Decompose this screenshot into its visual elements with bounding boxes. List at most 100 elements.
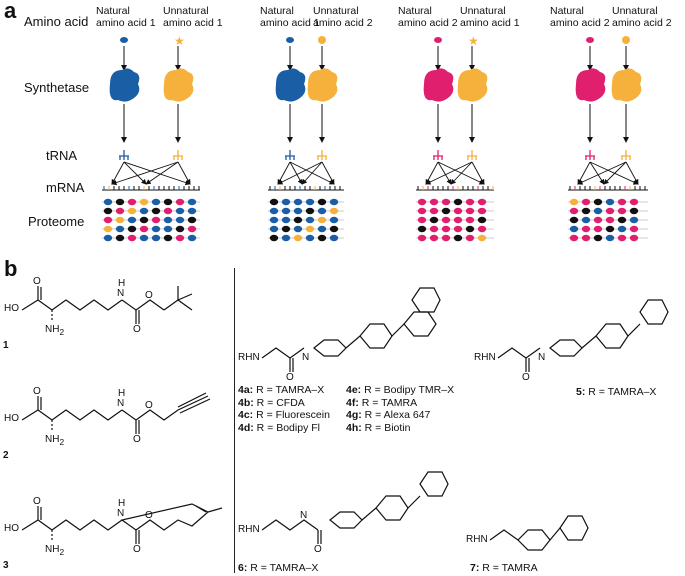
- c5-rhn: RHN: [474, 352, 496, 363]
- c1-backbone: [21, 299, 123, 311]
- c6-o: O: [314, 544, 322, 555]
- proteome-residue: [417, 207, 427, 215]
- proteome-residue: [465, 225, 475, 233]
- natural-trna: [285, 150, 295, 160]
- unnatural-trna: [467, 150, 477, 160]
- proteome-residue: [103, 198, 113, 206]
- c5-pyrimidine: [549, 339, 583, 357]
- proteome-residue: [569, 216, 579, 224]
- c4-linker: [261, 347, 305, 359]
- unnatural-trna: [317, 150, 327, 160]
- c1-ho: HO: [4, 303, 19, 314]
- proteome-residue: [103, 234, 113, 242]
- proteome-residue: [115, 225, 125, 233]
- unnatural-synthetase: [457, 68, 488, 102]
- c4b: 4b: R = CFDA: [238, 396, 305, 409]
- proteome-residue: [581, 234, 591, 242]
- c5-linker: [497, 347, 541, 359]
- proteome-residue: [605, 207, 615, 215]
- proteome-residue: [569, 207, 579, 215]
- col2-right-label: Unnatural amino acid 2: [313, 5, 373, 29]
- arrow: [425, 161, 473, 185]
- proteome-residue: [293, 198, 303, 206]
- proteome-residue: [441, 216, 451, 224]
- arrow: [277, 161, 323, 185]
- proteome-residue: [477, 198, 487, 206]
- col4-right-label: Unnatural amino acid 2: [612, 5, 672, 29]
- proteome-residue: [293, 207, 303, 215]
- c2-o3: O: [133, 434, 141, 445]
- c4-o: O: [286, 372, 294, 383]
- proteome-residue: [305, 234, 315, 242]
- arrow: [321, 161, 335, 185]
- proteome-residue: [127, 234, 137, 242]
- row-label-mrna: mRNA: [46, 180, 85, 195]
- proteome-residue: [269, 207, 279, 215]
- proteome-residue: [441, 234, 451, 242]
- proteome-residue: [593, 216, 603, 224]
- proteome-residue: [605, 225, 615, 233]
- c6-linker: [261, 519, 319, 531]
- unnatural-trna: [173, 150, 183, 160]
- proteome-residue: [605, 216, 615, 224]
- panel-b-letter: b: [4, 256, 18, 281]
- proteome-residue: [617, 225, 627, 233]
- arrow: [123, 161, 191, 186]
- c4d: 4d: R = Bodipy Fl: [238, 421, 320, 434]
- c2-h: H: [118, 388, 126, 399]
- proteome-residue: [115, 234, 125, 242]
- c2-n: N: [117, 398, 125, 409]
- proteome-residue: [429, 207, 439, 215]
- proteome-residue: [175, 198, 185, 206]
- c3-o3: O: [133, 544, 141, 555]
- compound-2-label: 2: [3, 450, 9, 461]
- c1-carbamate: [121, 299, 165, 311]
- arrow: [123, 161, 147, 185]
- c3-n: N: [117, 508, 125, 519]
- proteome-residue: [269, 198, 279, 206]
- proteome-residue: [477, 207, 487, 215]
- proteome-residue: [593, 234, 603, 242]
- proteome-residue: [151, 207, 161, 215]
- arrow: [589, 161, 639, 185]
- panel-a-diagram: ★★: [102, 34, 648, 242]
- proteome-residue: [103, 225, 113, 233]
- proteome-residue: [417, 234, 427, 242]
- proteome-residue: [477, 234, 487, 242]
- proteome-residue: [163, 216, 173, 224]
- proteome-residue: [417, 198, 427, 206]
- c1-n: N: [117, 288, 125, 299]
- proteome-residue: [163, 198, 173, 206]
- c2-backbone: [21, 409, 123, 421]
- c1-h: H: [118, 278, 126, 289]
- proteome-residue: [441, 207, 451, 215]
- c5-nh: N: [538, 352, 546, 363]
- proteome-residue: [127, 198, 137, 206]
- proteome-residue: [139, 225, 149, 233]
- c4g: 4g: R = Alexa 647: [346, 409, 431, 421]
- proteome-residue: [617, 216, 627, 224]
- proteome-residue: [187, 198, 197, 206]
- col3-left-label: Natural amino acid 2: [398, 5, 458, 29]
- c7-linker: [489, 529, 519, 541]
- natural-synthetase: [423, 68, 454, 102]
- c3-nh2: NH2: [45, 544, 65, 557]
- panel-a-letter: a: [4, 0, 17, 23]
- proteome-residue: [175, 234, 185, 242]
- natural-trna: [119, 150, 129, 160]
- proteome-residue: [429, 225, 439, 233]
- arrow: [589, 161, 605, 185]
- proteome-residue: [417, 216, 427, 224]
- unnatural-trna: [621, 150, 631, 160]
- proteome-residue: [163, 234, 173, 242]
- col4-left-label: Natural amino acid 2: [550, 5, 610, 29]
- proteome-residue: [329, 225, 339, 233]
- proteome-residue: [329, 234, 339, 242]
- proteome-residue: [305, 207, 315, 215]
- proteome-residue: [629, 198, 639, 206]
- proteome-residue: [187, 225, 197, 233]
- c2-nh2: NH2: [45, 434, 65, 447]
- proteome-residue: [441, 198, 451, 206]
- proteome-residue: [569, 234, 579, 242]
- proteome-residue: [429, 216, 439, 224]
